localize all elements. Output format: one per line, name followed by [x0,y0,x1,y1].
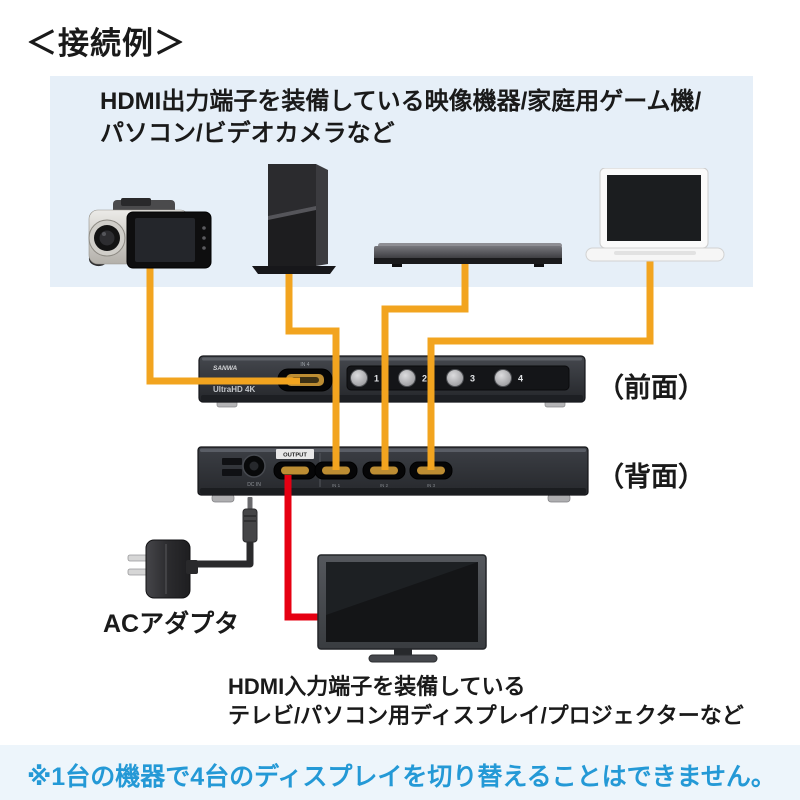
button-number-1: 1 [374,374,379,384]
camcorder-screen [135,218,195,262]
tv-illustration [317,554,487,663]
hdmi-switcher-front-panel: SANWA UltraHD 4K IN 4 1 2 3 4 [198,355,586,408]
vent-slot-1 [222,458,242,465]
select-button-3 [446,369,464,387]
front-view-label: （前面） [597,373,705,403]
ac-adapter-illustration [127,539,198,599]
input-port-label-1: IN 1 [332,483,341,488]
laptop-illustration [585,168,725,262]
select-button-2 [398,369,416,387]
button-number-4: 4 [518,374,523,384]
laptop-keyboard [614,251,696,255]
tv-neck [394,649,412,655]
page-title: ＜接続例＞ [26,26,186,61]
ac-adapter-label: ACアダプタ [103,610,240,638]
camcorder-illustration [88,198,212,269]
plug-prong-top [127,554,149,562]
select-button-4 [494,369,512,387]
adapter-body [145,539,191,599]
game-console-illustration [252,164,336,274]
sink-devices-description: HDMI入力端子を装備している テレビ/パソコン用ディスプレイ/プロジェクターな… [228,672,744,730]
output-label: OUTPUT [283,453,307,459]
tv-stand-base [368,654,438,663]
dc-in-label: DC IN [247,482,261,488]
plug-prong-bottom [127,568,149,576]
rear-view-label: （背面） [597,462,705,492]
sink-description-line2: テレビ/パソコン用ディスプレイ/プロジェクターなど [228,703,744,728]
laptop-screen [607,175,701,241]
note-text: ※1台の機器で4台のディスプレイを切り替えることはできません。 [27,763,776,791]
sink-description-line1: HDMI入力端子を装備している [228,674,526,699]
input-port-label-3: IN 3 [427,483,436,488]
source-description-line2: パソコン/ビデオカメラなど [100,120,395,147]
button-number-2: 2 [422,374,427,384]
adapter-cable-exit [186,560,198,574]
model-text: UltraHD 4K [213,385,255,394]
button-number-3: 3 [470,374,475,384]
vent-slot-2 [222,469,242,476]
front-port-label: IN 4 [300,362,309,368]
bluray-player-illustration [374,243,562,267]
console-stand [252,266,336,274]
source-description-line1: HDMI出力端子を装備している映像機器/家庭用ゲーム機/ [100,88,702,115]
brand-logo: SANWA [213,365,238,372]
source-devices-description: HDMI出力端子を装備している映像機器/家庭用ゲーム機/ パソコン/ビデオカメラ… [100,86,701,150]
input-port-label-2: IN 2 [380,483,389,488]
note-band [0,745,800,800]
select-button-1 [350,369,368,387]
